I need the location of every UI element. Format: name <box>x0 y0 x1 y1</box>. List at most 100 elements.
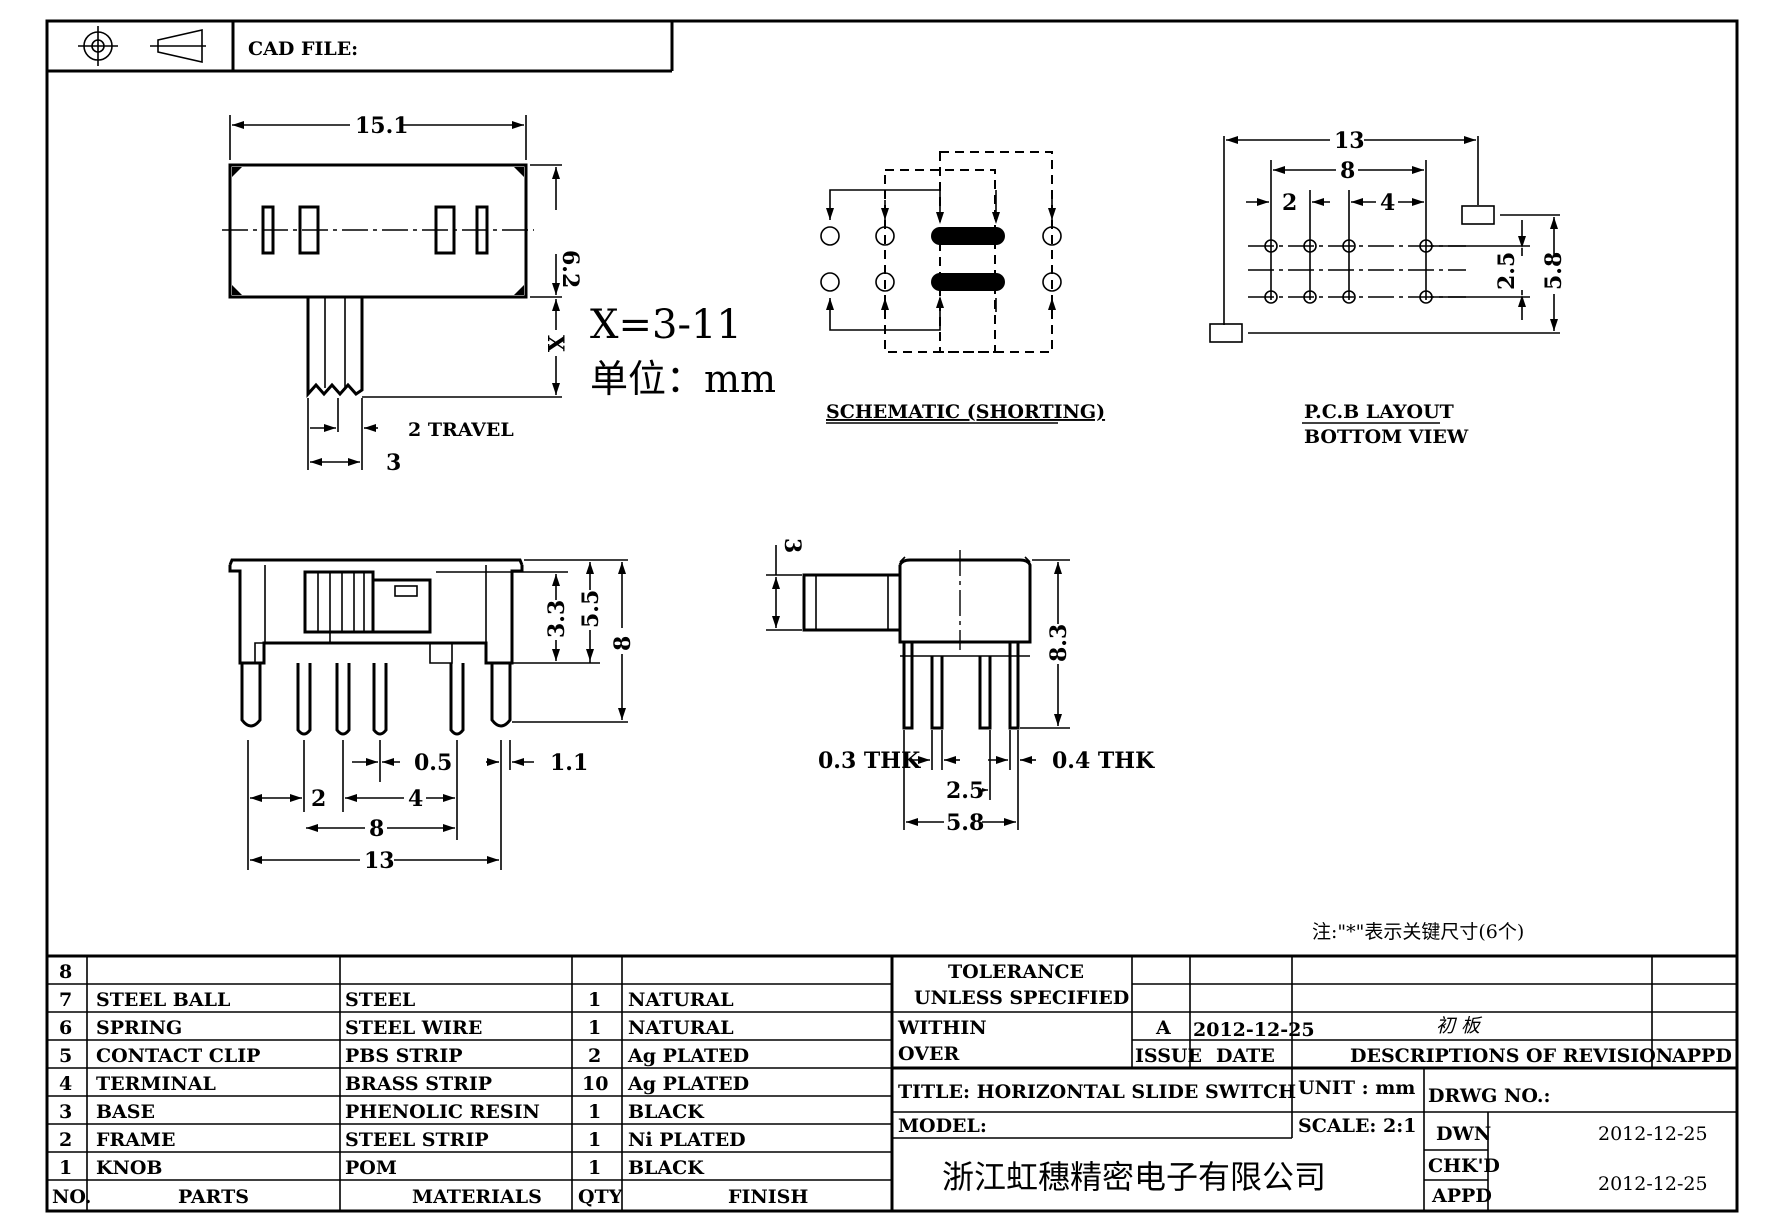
appd2-label: APPD <box>1431 1185 1492 1207</box>
bom-material: STEEL <box>345 989 415 1011</box>
pcb-dim-2-5: 2.5 <box>1494 252 1520 290</box>
bom-finish: BLACK <box>628 1157 705 1179</box>
bom-header-row: NO. PARTS MATERIALS QTY FINISH <box>52 1186 808 1208</box>
bom-part: KNOB <box>96 1157 163 1179</box>
bom-qty: 2 <box>588 1045 601 1067</box>
front-dim-8b: 8 <box>369 816 384 842</box>
bom-qty: 1 <box>588 1017 601 1039</box>
model-label: MODEL: <box>898 1115 987 1137</box>
bom-material: STEEL STRIP <box>345 1129 489 1151</box>
tolerance-within: WITHIN <box>897 1017 987 1039</box>
title-block: TOLERANCE UNLESS SPECIFIED WITHIN OVER A… <box>897 961 1732 1207</box>
front-dim-3-3: 3.3 <box>544 600 570 638</box>
bom-part: BASE <box>96 1101 155 1123</box>
schematic-caption: SCHEMATIC (SHORTING) <box>826 401 1105 423</box>
bom-row: 5 CONTACT CLIP PBS STRIP 2 Ag PLATED <box>59 1045 749 1067</box>
bom-row: 2 FRAME STEEL STRIP 1 Ni PLATED <box>59 1129 746 1151</box>
side-dim-3: 3 <box>779 538 805 553</box>
bom-material: POM <box>345 1157 397 1179</box>
bom-part: TERMINAL <box>96 1073 216 1095</box>
bom-finish: Ni PLATED <box>628 1129 746 1151</box>
bom-part: SPRING <box>96 1017 182 1039</box>
side-dim-5-8: 5.8 <box>946 810 984 836</box>
front-dim-2: 2 <box>311 786 326 812</box>
bom-no: 7 <box>59 989 72 1011</box>
bom-finish: BLACK <box>628 1101 705 1123</box>
bom-material: STEEL WIRE <box>345 1017 482 1039</box>
bom-qty: 1 <box>588 1101 601 1123</box>
bom-no: 1 <box>59 1157 72 1179</box>
cad-file-label: CAD FILE: <box>248 38 358 60</box>
drawing-title: TITLE: HORIZONTAL SLIDE SWITCH <box>898 1081 1296 1103</box>
bom-material: BRASS STRIP <box>345 1073 492 1095</box>
tolerance-over: OVER <box>898 1043 959 1065</box>
bom-row: 7 STEEL BALL STEEL 1 NATURAL <box>59 989 734 1011</box>
chkd-date: 2012-12-25 <box>1598 1173 1708 1195</box>
bom-no: 2 <box>59 1129 72 1151</box>
pcb-layout-view: 13 8 2 4 <box>1209 126 1567 448</box>
front-dim-1-1: 1.1 <box>550 750 588 776</box>
pcb-dim-13: 13 <box>1334 128 1365 154</box>
side-dim-03-thk: 0.3 THK <box>818 748 921 774</box>
bom-row: 4 TERMINAL BRASS STRIP 10 Ag PLATED <box>59 1073 749 1095</box>
bom-header-materials: MATERIALS <box>412 1186 542 1208</box>
dim-travel: 2 TRAVEL <box>408 419 514 441</box>
front-dim-13: 13 <box>364 848 395 874</box>
bom-header-finish: FINISH <box>728 1186 808 1208</box>
title-block-grid <box>47 954 1737 1211</box>
bom-part: FRAME <box>96 1129 176 1151</box>
bom-table: 8 7 STEEL BALL STEEL 1 NATURAL 6 SPRING … <box>52 961 808 1208</box>
bom-finish: NATURAL <box>628 989 734 1011</box>
note-x-range: X=3-11 <box>590 302 742 348</box>
bom-no: 5 <box>59 1045 72 1067</box>
side-dim-04-thk: 0.4 THK <box>1052 748 1155 774</box>
pcb-dim-8: 8 <box>1340 158 1355 184</box>
pcb-dim-2: 2 <box>1282 190 1297 216</box>
scale-label: SCALE: 2:1 <box>1298 1115 1417 1137</box>
bom-qty: 1 <box>588 1129 601 1151</box>
bom-no: 4 <box>59 1073 72 1095</box>
appd-label: APPD <box>1671 1045 1732 1067</box>
pcb-dim-4: 4 <box>1380 190 1395 216</box>
bom-part: CONTACT CLIP <box>96 1045 260 1067</box>
pcb-pads <box>1209 205 1495 343</box>
bom-qty: 1 <box>588 1157 601 1179</box>
bom-row: 6 SPRING STEEL WIRE 1 NATURAL <box>59 1017 734 1039</box>
bom-no: 6 <box>59 1017 72 1039</box>
descriptions-label: DESCRIPTIONS OF REVISION <box>1350 1045 1673 1067</box>
pcb-caption-bottom: BOTTOM VIEW <box>1304 426 1469 448</box>
issue-label: ISSUE <box>1135 1045 1202 1067</box>
schematic-view: SCHEMATIC (SHORTING) <box>820 151 1105 424</box>
front-view: 3.3 5.5 8 0.5 1.1 2 <box>228 558 636 874</box>
bom-material: PHENOLIC RESIN <box>345 1101 540 1123</box>
projection-symbol-icon <box>78 26 206 66</box>
bom-no: 3 <box>59 1101 72 1123</box>
bom-no: 8 <box>59 961 72 983</box>
dim-top-length: 15.1 <box>355 113 409 139</box>
top-view: 15.1 6.2 X X=3-11 单位：mm 2 TRAVEL 3 <box>222 112 776 476</box>
bom-part: STEEL BALL <box>96 989 230 1011</box>
dwn-date: 2012-12-25 <box>1598 1123 1708 1145</box>
front-dim-0-5: 0.5 <box>414 750 452 776</box>
bom-material: PBS STRIP <box>345 1045 463 1067</box>
issue-value: A <box>1155 1017 1171 1039</box>
bom-row: 3 BASE PHENOLIC RESIN 1 BLACK <box>59 1101 705 1123</box>
bom-finish: Ag PLATED <box>627 1045 749 1067</box>
pcb-caption-layout: P.C.B LAYOUT <box>1304 401 1454 423</box>
bom-qty: 1 <box>588 989 601 1011</box>
note-unit: 单位：mm <box>590 357 776 401</box>
unit-label: UNIT : mm <box>1298 1077 1415 1099</box>
side-dim-2-5: 2.5 <box>946 778 984 804</box>
header-block: CAD FILE: <box>47 21 674 73</box>
bom-finish: Ag PLATED <box>627 1073 749 1095</box>
front-dim-4: 4 <box>408 786 423 812</box>
chkd-label: CHK'D <box>1428 1155 1500 1177</box>
dim-knob-width: 3 <box>386 450 401 476</box>
side-dim-8-3: 8.3 <box>1046 624 1072 662</box>
tolerance-label: TOLERANCE <box>948 961 1084 983</box>
bom-header-no: NO. <box>52 1186 91 1208</box>
bom-row: 1 KNOB POM 1 BLACK <box>59 1157 705 1179</box>
company-name: 浙江虹穗精密电子有限公司 <box>942 1158 1326 1196</box>
bom-header-parts: PARTS <box>178 1186 249 1208</box>
